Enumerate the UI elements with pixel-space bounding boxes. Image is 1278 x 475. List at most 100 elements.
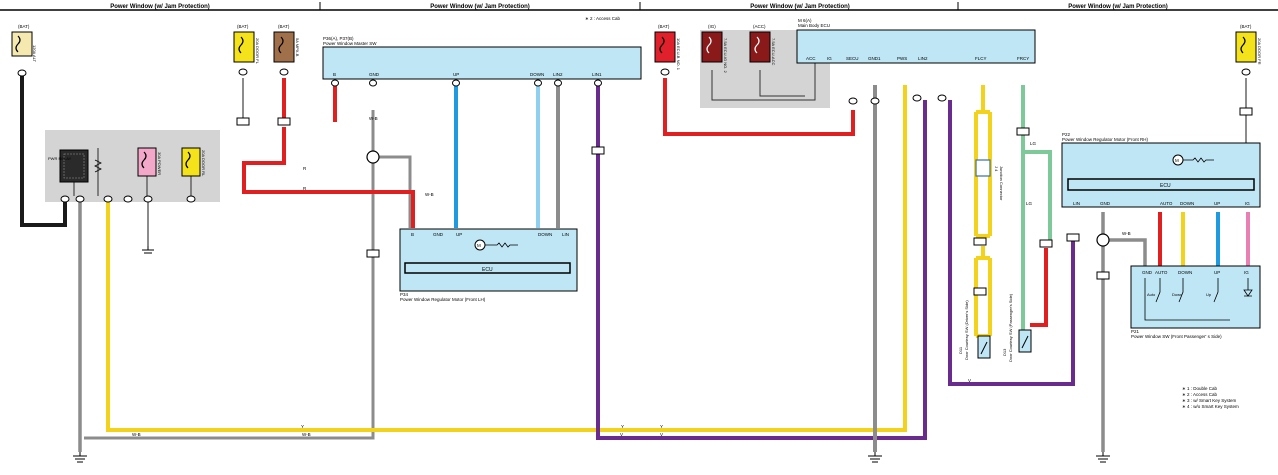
ground-symbol-2 [868, 452, 882, 463]
wire-purple-rh [948, 100, 1075, 386]
regulator-motor-front-lh: B GND UP DOWN LIN M ECU P34 Power Window… [399, 228, 578, 302]
fuse-ecu-ig-2: (IG) 7.5A ECU-IG NO. 2 [701, 24, 728, 73]
ground-symbol-1 [73, 452, 87, 463]
svg-text:UP: UP [1214, 270, 1220, 275]
connector-lin1 [591, 146, 605, 155]
ground-symbol-4 [142, 246, 154, 254]
svg-text:ECU: ECU [482, 267, 493, 273]
connector-fuse-fl [236, 117, 250, 126]
svg-text:R: R [303, 186, 307, 191]
svg-text:ECU: ECU [1160, 183, 1171, 189]
svg-text:(BAT): (BAT) [1240, 24, 1252, 29]
svg-text:20A DOOR RL: 20A DOOR RL [201, 150, 206, 177]
ground-symbol-3 [1096, 452, 1110, 463]
relay-block: PWR RELAY 30A POWER 20A DOOR RL [48, 147, 206, 203]
svg-text:5A MPX-B: 5A MPX-B [295, 38, 300, 57]
svg-text:W-B: W-B [302, 432, 311, 437]
svg-text:7.5A ECU-ACC: 7.5A ECU-ACC [771, 38, 776, 65]
wire-yellow-flcy-loop [976, 110, 990, 338]
svg-text:∗ 2 : Access Cab: ∗ 2 : Access Cab [1182, 392, 1218, 397]
svg-text:P36(A), P37(B): P36(A), P37(B) [323, 36, 354, 41]
svg-text:∗ 4 : w/o Smart Key System: ∗ 4 : w/o Smart Key System [1182, 404, 1239, 409]
svg-text:LIN2: LIN2 [918, 56, 928, 61]
fuse-door-fl: (BAT) 20A DOOR FL [233, 24, 260, 76]
svg-text:M: M [477, 243, 481, 248]
svg-text:Down: Down [1172, 292, 1182, 297]
svg-text:(BAT): (BAT) [658, 24, 670, 29]
svg-text:GND1: GND1 [868, 56, 881, 61]
svg-text:LG: LG [1026, 201, 1033, 206]
fuse-ecu-b: (BAT) 10A ECU-B NO. 1 [654, 24, 681, 76]
svg-text:GND: GND [1142, 270, 1153, 275]
svg-text:∗ 3 : w/ Smart Key System: ∗ 3 : w/ Smart Key System [1182, 398, 1237, 403]
svg-text:(BAT): (BAT) [237, 24, 249, 29]
wire-wb-ground-bus [84, 110, 375, 440]
connector-frcy [1039, 239, 1053, 248]
svg-text:IG: IG [1244, 270, 1249, 275]
wire-black-alt [20, 70, 67, 227]
splice-point-rh [1096, 233, 1110, 247]
svg-text:LIN: LIN [1073, 201, 1080, 206]
courtesy-sw-passenger: D13 Door Courtesy SW (Passenger's Side) [1002, 293, 1032, 362]
svg-text:UP: UP [1214, 201, 1220, 206]
svg-text:Door Courtesy SW (Driver's Sid: Door Courtesy SW (Driver's Side) [964, 300, 969, 360]
legend: ∗ 1 : Double Cab ∗ 2 : Access Cab ∗ 3 : … [1182, 386, 1239, 409]
svg-text:10A ECU-B NO. 1: 10A ECU-B NO. 1 [676, 38, 681, 71]
page-title-4: Power Window (w/ Jam Protection) [1068, 4, 1168, 10]
wire-labels: Y Y Y W-B W-B V V V R R W-B W-B LG LG W-… [132, 116, 1131, 437]
svg-text:PWR RELAY: PWR RELAY [48, 156, 72, 161]
svg-text:Power Window SW (Front Passeng: Power Window SW (Front Passenger' s Side… [1131, 334, 1222, 339]
main-body-ecu: M 6(A) Main Body ECU ACC IG SECU GND1 PW… [796, 18, 1036, 105]
svg-text:AUTO: AUTO [1160, 201, 1173, 206]
wire-red-master-b [242, 78, 415, 228]
wire-black-thin-ecu [711, 62, 816, 101]
wire-yellow-bus [106, 85, 907, 432]
connector-flcy-2 [973, 287, 987, 296]
connector-flcy-1 [973, 237, 987, 246]
wire-gray-gnd-branch [378, 155, 412, 228]
svg-text:IG: IG [1245, 201, 1250, 206]
svg-text:ACC: ACC [806, 56, 816, 61]
svg-text:Auto: Auto [1147, 292, 1156, 297]
svg-text:20A DOOR FR: 20A DOOR FR [1257, 38, 1262, 65]
connector-rh-gnd [1096, 271, 1110, 280]
page-title-1: Power Window (w/ Jam Protection) [110, 4, 210, 10]
svg-text:W-B: W-B [132, 432, 141, 437]
svg-text:DOWN: DOWN [1180, 201, 1194, 206]
svg-text:Power Window Regulator Motor (: Power Window Regulator Motor (Front LH) [400, 297, 486, 302]
svg-text:W-B: W-B [425, 192, 434, 197]
svg-text:D13: D13 [1002, 348, 1007, 356]
connector-frcy-top [1016, 127, 1030, 136]
power-window-sw-passenger: GND AUTO DOWN UP IG Auto Down Up P21 Pow… [1130, 265, 1261, 339]
wire-red-ecub [663, 78, 855, 136]
wire-purple-lin1 [596, 85, 927, 440]
svg-text:J 4: J 4 [994, 166, 999, 172]
wire-green-rh-ig [1023, 150, 1052, 240]
svg-text:Main Body ECU: Main Body ECU [798, 23, 830, 28]
regulator-motor-front-rh: P22 Power Window Regulator Motor (Front … [1061, 132, 1261, 208]
svg-text:DOWN: DOWN [538, 232, 552, 237]
svg-text:LIN2: LIN2 [553, 72, 563, 77]
connector-ground-a [366, 249, 380, 258]
svg-text:120A ALT: 120A ALT [32, 45, 37, 63]
svg-text:D11: D11 [958, 346, 963, 354]
page-title-2: Power Window (w/ Jam Protection) [430, 4, 530, 10]
svg-text:(BAT): (BAT) [278, 24, 290, 29]
page-title-3: Power Window (w/ Jam Protection) [750, 4, 850, 10]
svg-text:FLCY: FLCY [975, 56, 987, 61]
header-bar: Power Window (w/ Jam Protection) Power W… [0, 2, 1278, 21]
svg-text:PWS: PWS [897, 56, 907, 61]
svg-text:Y: Y [660, 424, 663, 429]
svg-text:B: B [411, 232, 414, 237]
fuse-mpx-b: (BAT) 5A MPX-B [273, 24, 300, 76]
fuse-alt: (BAT) 120A ALT [11, 24, 37, 77]
wire-red-courtesy [1030, 248, 1048, 327]
svg-text:DOWN: DOWN [1178, 270, 1192, 275]
svg-text:M 6(A): M 6(A) [798, 18, 812, 23]
svg-text:P22: P22 [1062, 132, 1071, 137]
svg-text:Y: Y [301, 424, 304, 429]
courtesy-sw-driver: D11 Door Courtesy SW (Driver's Side) [958, 300, 991, 360]
svg-text:Door Courtesy SW (Passenger's: Door Courtesy SW (Passenger's Side) [1008, 293, 1013, 362]
svg-text:20A DOOR FL: 20A DOOR FL [255, 38, 260, 65]
access-cab-note: ∗ 2 : Access Cab [585, 16, 621, 21]
